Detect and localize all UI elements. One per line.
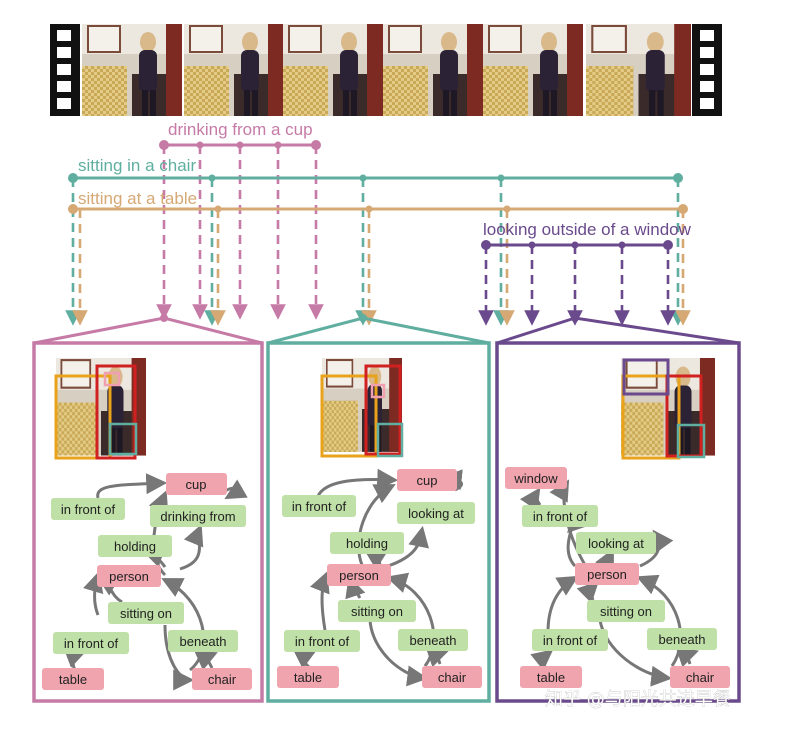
graph-object-node: cup [166,473,227,495]
graph-nodes: cup in front of looking at holding perso… [277,469,482,688]
graph-object-node: person [327,564,391,586]
graph-relation-node: drinking from [150,505,246,527]
scene-graph-panel-3: window in front of looking at person sit… [495,341,741,703]
graph-relation-node: holding [330,532,404,554]
graph-relation-node: beneath [168,630,238,652]
graph-object-node: table [42,668,104,690]
graph-relation-node: in front of [53,632,129,654]
film-sprockets-left [57,30,71,109]
graph-object-node: cup [397,469,457,491]
svg-text:chair: chair [686,670,715,685]
graph-relation-node: in front of [522,505,598,527]
svg-text:table: table [59,672,87,687]
svg-text:cup: cup [417,473,438,488]
svg-text:holding: holding [114,539,156,554]
video-frame [584,22,693,118]
svg-text:in front of: in front of [533,509,588,524]
graph-relation-node: beneath [647,628,717,650]
action-window: looking outside of a window [478,220,692,326]
graph-relation-node: in front of [51,498,125,520]
film-sprockets-right [700,30,714,109]
watermark: 知乎 @与阳光共进早餐 [545,689,731,710]
svg-text:window: window [513,471,558,486]
svg-text:in front of: in front of [543,633,598,648]
graph-object-node: table [277,666,339,688]
graph-relation-node: in front of [282,495,356,517]
graph-relation-node: sitting on [338,600,416,622]
graph-nodes: cup in front of drinking from holding pe… [42,473,252,690]
svg-text:person: person [587,567,627,582]
scene-graph-panel-2: cup in front of looking at holding perso… [266,341,491,703]
graph-object-node: person [97,565,161,587]
graph-relation-node: in front of [284,630,360,652]
svg-text:sitting on: sitting on [351,604,403,619]
video-frames [81,22,693,118]
graph-object-node: chair [670,666,730,688]
graph-relation-node: looking at [576,532,656,554]
svg-text:chair: chair [208,672,237,687]
action-timelines: drinking from a cup sitting in a chair [65,120,692,326]
video-frame [81,23,183,117]
svg-text:table: table [294,670,322,685]
svg-text:in front of: in front of [295,634,350,649]
svg-text:looking at: looking at [408,506,464,521]
video-frame [482,23,584,117]
panel-connectors [33,314,740,345]
svg-text:person: person [339,568,379,583]
svg-text:in front of: in front of [61,502,116,517]
graph-relation-node: beneath [398,629,468,651]
film-strip [50,22,722,118]
panel-thumbnail [54,356,148,460]
svg-text:cup: cup [186,477,207,492]
panel-thumbnail [619,356,717,460]
graph-object-node: window [505,467,567,489]
svg-text:chair: chair [438,670,467,685]
svg-text:beneath: beneath [410,633,457,648]
svg-text:sitting on: sitting on [600,604,652,619]
action-label-table: sitting at a table [78,189,197,208]
graph-object-node: chair [192,668,252,690]
graph-relation-node: in front of [532,629,608,651]
graph-nodes: window in front of looking at person sit… [505,467,730,688]
graph-relation-node: sitting on [108,602,184,624]
graph-object-node: table [520,666,582,688]
graph-relation-node: holding [98,535,172,557]
action-label-window: looking outside of a window [483,220,692,239]
graph-relation-node: looking at [397,502,475,524]
svg-text:looking at: looking at [588,536,644,551]
graph-relation-node: sitting on [587,600,665,622]
svg-text:person: person [109,569,149,584]
svg-text:table: table [537,670,565,685]
svg-text:in front of: in front of [64,636,119,651]
video-frame [183,23,285,117]
action-drinking: drinking from a cup [156,120,324,320]
action-table: sitting at a table [68,189,691,326]
action-label-drinking: drinking from a cup [168,120,313,139]
panel-thumbnail [320,356,404,458]
action-chair: sitting in a chair [65,156,686,326]
video-frame [382,23,484,117]
scene-graph-panel-1: cup in front of drinking from holding pe… [32,341,264,703]
svg-text:sitting on: sitting on [120,606,172,621]
svg-text:beneath: beneath [659,632,706,647]
svg-text:in front of: in front of [292,499,347,514]
video-frame [282,23,384,117]
graph-edges [293,468,464,687]
graph-object-node: person [575,563,639,585]
svg-text:drinking from: drinking from [160,509,235,524]
action-label-chair: sitting in a chair [78,156,196,175]
graph-object-node: chair [422,666,482,688]
svg-text:beneath: beneath [180,634,227,649]
svg-text:holding: holding [346,536,388,551]
